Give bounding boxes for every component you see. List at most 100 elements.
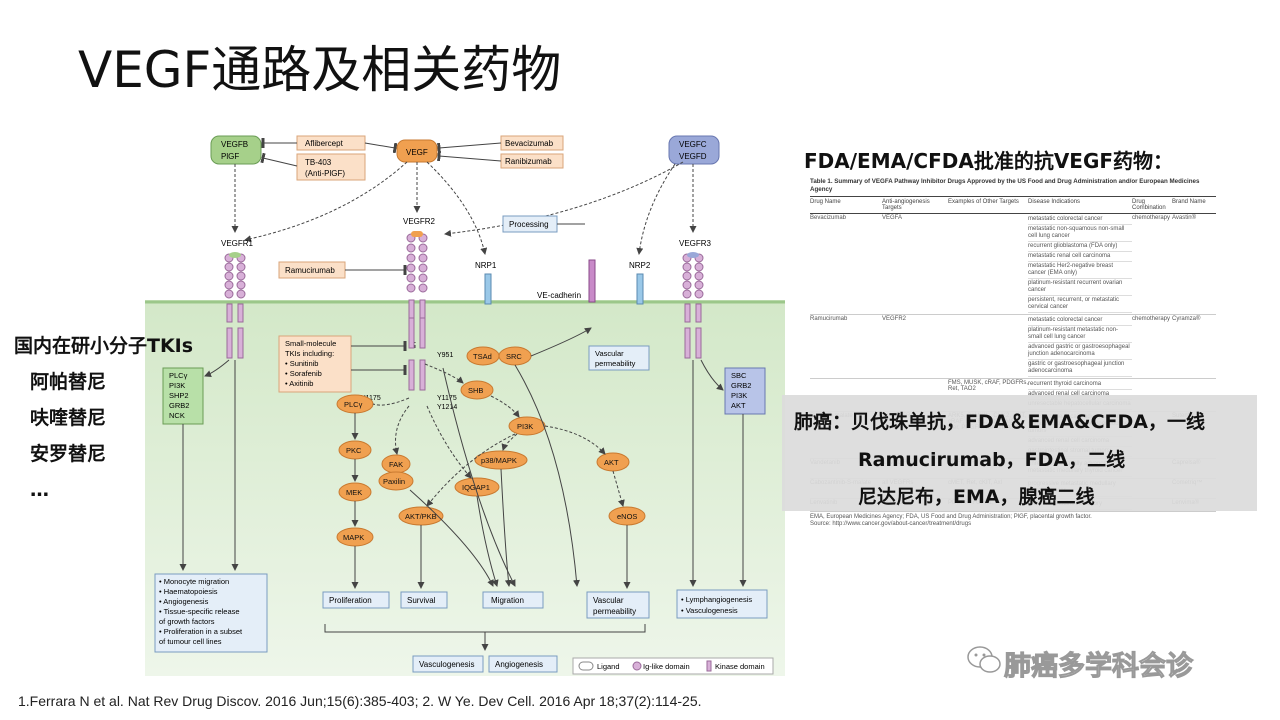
- table-source: Source: http://www.cancer.gov/about-canc…: [810, 521, 972, 527]
- svg-text:• Tissue-specific release: • Tissue-specific release: [159, 607, 240, 616]
- tki-item: …: [30, 479, 49, 501]
- svg-text:MEK: MEK: [346, 488, 362, 497]
- svg-text:Ig-like domain: Ig-like domain: [643, 662, 690, 671]
- svg-text:GRB2: GRB2: [169, 401, 189, 410]
- table-header: Drug Name Anti-angiogenesis Targets Exam…: [810, 196, 1216, 214]
- watermark-text: 肺癌多学科会诊: [1004, 651, 1194, 683]
- svg-text:eNOS: eNOS: [617, 512, 637, 521]
- site-y1175-left: Y1175: [361, 395, 381, 402]
- svg-text:IQGAP1: IQGAP1: [462, 483, 490, 492]
- svg-text:PLCγ: PLCγ: [169, 371, 188, 380]
- svg-text:PI3K: PI3K: [517, 422, 533, 431]
- svg-text:VEGFB: VEGFB: [221, 140, 248, 149]
- wechat-icon: [967, 646, 1001, 673]
- outcome-vascular-permeability: Vascular permeability: [586, 591, 650, 619]
- vascular-permeability-top: Vascular permeability: [588, 345, 650, 371]
- bevacizumab-box: Bevacizumab: [500, 135, 564, 151]
- outcome-migration: Migration: [482, 591, 544, 609]
- svg-text:Vasculogenesis: Vasculogenesis: [419, 660, 474, 669]
- nrp2-label: NRP2: [629, 261, 651, 270]
- svg-text:Angiogenesis: Angiogenesis: [495, 660, 543, 669]
- svg-text:• Proliferation in a subset: • Proliferation in a subset: [159, 627, 243, 636]
- tki-item: 阿帕替尼: [30, 371, 107, 393]
- site-y1175-right: Y1175: [437, 395, 457, 402]
- svg-text:PLCγ: PLCγ: [344, 400, 363, 409]
- svg-text:Ligand: Ligand: [597, 662, 620, 671]
- node-paxilin: [378, 471, 414, 491]
- ramucirumab-box: Ramucirumab: [278, 261, 346, 279]
- svg-text:• Haematopoiesis: • Haematopoiesis: [159, 587, 218, 596]
- vegfb-plgf-ligand: VEGFB PlGF: [210, 135, 262, 165]
- svg-text:of tumour cell lines: of tumour cell lines: [159, 637, 222, 646]
- svg-text:TSAd: TSAd: [473, 352, 492, 361]
- tki-box: Small-molecule TKIs including: • Sunitin…: [278, 335, 352, 393]
- svg-text:Bevacizumab: Bevacizumab: [505, 139, 554, 148]
- node-shb: [460, 380, 494, 400]
- outcome-angiogenesis: Angiogenesis: [488, 655, 558, 673]
- svg-text:Vascular: Vascular: [595, 349, 624, 358]
- svg-text:Vascular: Vascular: [593, 596, 624, 605]
- vegfr1-effects-box: • Monocyte migration • Haematopoiesis • …: [154, 573, 268, 653]
- svg-text:PI3K: PI3K: [731, 391, 747, 400]
- svg-text:SHP2: SHP2: [169, 391, 189, 400]
- svg-text:Ramucirumab: Ramucirumab: [285, 266, 335, 275]
- nrp2-receptor: [636, 273, 644, 305]
- table-title: Table 1. Summary of VEGFA Pathway Inhibi…: [810, 178, 1200, 193]
- svg-text:• Sunitinib: • Sunitinib: [285, 359, 318, 368]
- vegfr1-adaptor-list: PLCγ PI3K SHP2 GRB2 NCK: [162, 367, 204, 425]
- vegf-pathway-diagram: VEGFB PlGF VEGF VEGFC VEGFD Aflibercept …: [145, 128, 785, 676]
- svg-text:of growth factors: of growth factors: [159, 617, 215, 626]
- svg-text:AKT: AKT: [604, 458, 619, 467]
- svg-text:VEGFD: VEGFD: [679, 152, 707, 161]
- svg-text:PI3K: PI3K: [169, 381, 185, 390]
- svg-text:Ranibizumab: Ranibizumab: [505, 157, 552, 166]
- svg-text:Processing: Processing: [509, 220, 549, 229]
- vegfr3-adaptor-list: SBC GRB2 PI3K AKT: [724, 367, 766, 415]
- lung-cancer-highlight: 肺癌：贝伐珠单抗，FDA＆EMA&CFDA，一线 Ramucirumab，FDA…: [782, 395, 1257, 511]
- tki-item: 呋喹替尼: [30, 407, 107, 429]
- approved-drugs-heading: FDA/EMA/CFDA批准的抗VEGF药物：: [804, 149, 1174, 173]
- vegfr2-label: VEGFR2: [403, 217, 436, 226]
- page-title: VEGF通路及相关药物: [78, 41, 562, 99]
- vegfr1-receptor: [224, 253, 246, 359]
- outcome-vasculogenesis: Vasculogenesis: [412, 655, 484, 673]
- svg-text:TB-403: TB-403: [305, 158, 332, 167]
- svg-text:NCK: NCK: [169, 411, 185, 420]
- tki-item: 安罗替尼: [30, 443, 107, 465]
- domestic-tki-list: 国内在研小分子TKIs 阿帕替尼 呋喹替尼 安罗替尼 …: [14, 328, 193, 508]
- svg-text:• Axitinib: • Axitinib: [285, 379, 313, 388]
- outcome-proliferation: Proliferation: [322, 591, 390, 609]
- signaling-nodes: [336, 346, 646, 547]
- svg-text:p38/MAPK: p38/MAPK: [481, 456, 517, 465]
- outcome-survival: Survival: [400, 591, 448, 609]
- vegfr2-receptor: [406, 233, 428, 391]
- highlight-line-2: Ramucirumab，FDA，二线: [858, 449, 1126, 471]
- site-y951: Y951: [437, 352, 453, 359]
- vecadherin-label: VE-cadherin: [537, 291, 581, 300]
- vecadherin-receptor: [588, 259, 596, 303]
- svg-text:AKT: AKT: [731, 401, 746, 410]
- svg-text:VEGFC: VEGFC: [679, 140, 707, 149]
- svg-text:SRC: SRC: [506, 352, 522, 361]
- svg-text:GRB2: GRB2: [731, 381, 751, 390]
- svg-text:• Angiogenesis: • Angiogenesis: [159, 597, 209, 606]
- svg-text:• Lymphangiogenesis: • Lymphangiogenesis: [681, 595, 752, 604]
- svg-text:Kinase domain: Kinase domain: [715, 662, 765, 671]
- tki-list-heading: 国内在研小分子TKIs: [14, 335, 194, 357]
- vegfr1-label: VEGFR1: [221, 239, 254, 248]
- svg-text:• Sorafenib: • Sorafenib: [285, 369, 322, 378]
- nrp1-label: NRP1: [475, 261, 497, 270]
- svg-text:Aflibercept: Aflibercept: [305, 139, 344, 148]
- svg-text:(Anti-PlGF): (Anti-PlGF): [305, 169, 345, 178]
- svg-text:Survival: Survival: [407, 596, 436, 605]
- svg-text:SHB: SHB: [468, 386, 483, 395]
- vegfr3-label: VEGFR3: [679, 239, 712, 248]
- vegfr3-effects-box: • Lymphangiogenesis • Vasculogenesis: [676, 589, 768, 619]
- svg-text:Paxilin: Paxilin: [383, 477, 405, 486]
- svg-text:PKC: PKC: [346, 446, 362, 455]
- svg-text:AKT/PKB: AKT/PKB: [405, 512, 437, 521]
- svg-text:• Vasculogenesis: • Vasculogenesis: [681, 606, 738, 615]
- aflibercept-box: Aflibercept: [296, 135, 366, 151]
